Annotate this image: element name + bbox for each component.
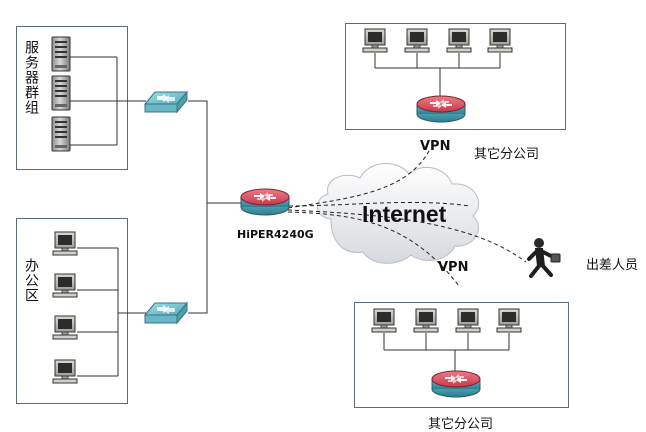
vpn-label-top: VPN: [420, 139, 451, 154]
router-icon: [431, 370, 481, 398]
vpn-label-bottom: VPN: [438, 260, 469, 275]
switch-icon: [144, 302, 188, 324]
computer-icon: [52, 359, 78, 384]
computer-icon: [413, 308, 439, 333]
branch-label-bottom: 其它分公司: [428, 417, 494, 432]
router-icon: [416, 95, 466, 123]
server-links: [70, 56, 146, 146]
switch-icon: [144, 91, 188, 113]
office-links: [77, 247, 146, 377]
traveler-icon: [527, 236, 562, 278]
bottom-branch-links: [383, 333, 510, 373]
router-model-label: HiPER4240G: [237, 228, 314, 241]
cloud-shape: [317, 163, 479, 264]
computer-icon: [52, 273, 78, 298]
computer-icon: [52, 315, 78, 340]
computer-icon: [362, 28, 388, 53]
core-links: [188, 100, 241, 314]
router-icon: [240, 188, 290, 216]
computer-icon: [455, 308, 481, 333]
traveler-label: 出差人员: [586, 258, 639, 273]
computer-icon: [404, 28, 430, 53]
top-branch-computers: [362, 28, 513, 53]
computer-icon: [446, 28, 472, 53]
internet-label: Internet: [362, 201, 447, 227]
branch-label-top: 其它分公司: [474, 147, 540, 162]
top-branch-links: [374, 53, 501, 98]
office-computers: [52, 231, 78, 384]
server-icons: [51, 36, 71, 152]
vpn-connections: [287, 150, 527, 287]
computer-icon: [52, 231, 78, 256]
computer-icon: [371, 308, 397, 333]
server-group-label: 服务器群组: [23, 40, 39, 115]
computer-icon: [496, 308, 522, 333]
computer-icon: [487, 28, 513, 53]
bottom-branch-computers: [371, 308, 522, 333]
office-area-label: 办公区: [23, 258, 39, 303]
server-group-box: [16, 26, 128, 170]
server-icon: [51, 75, 71, 111]
server-icon: [51, 116, 71, 152]
server-icon: [51, 36, 71, 72]
